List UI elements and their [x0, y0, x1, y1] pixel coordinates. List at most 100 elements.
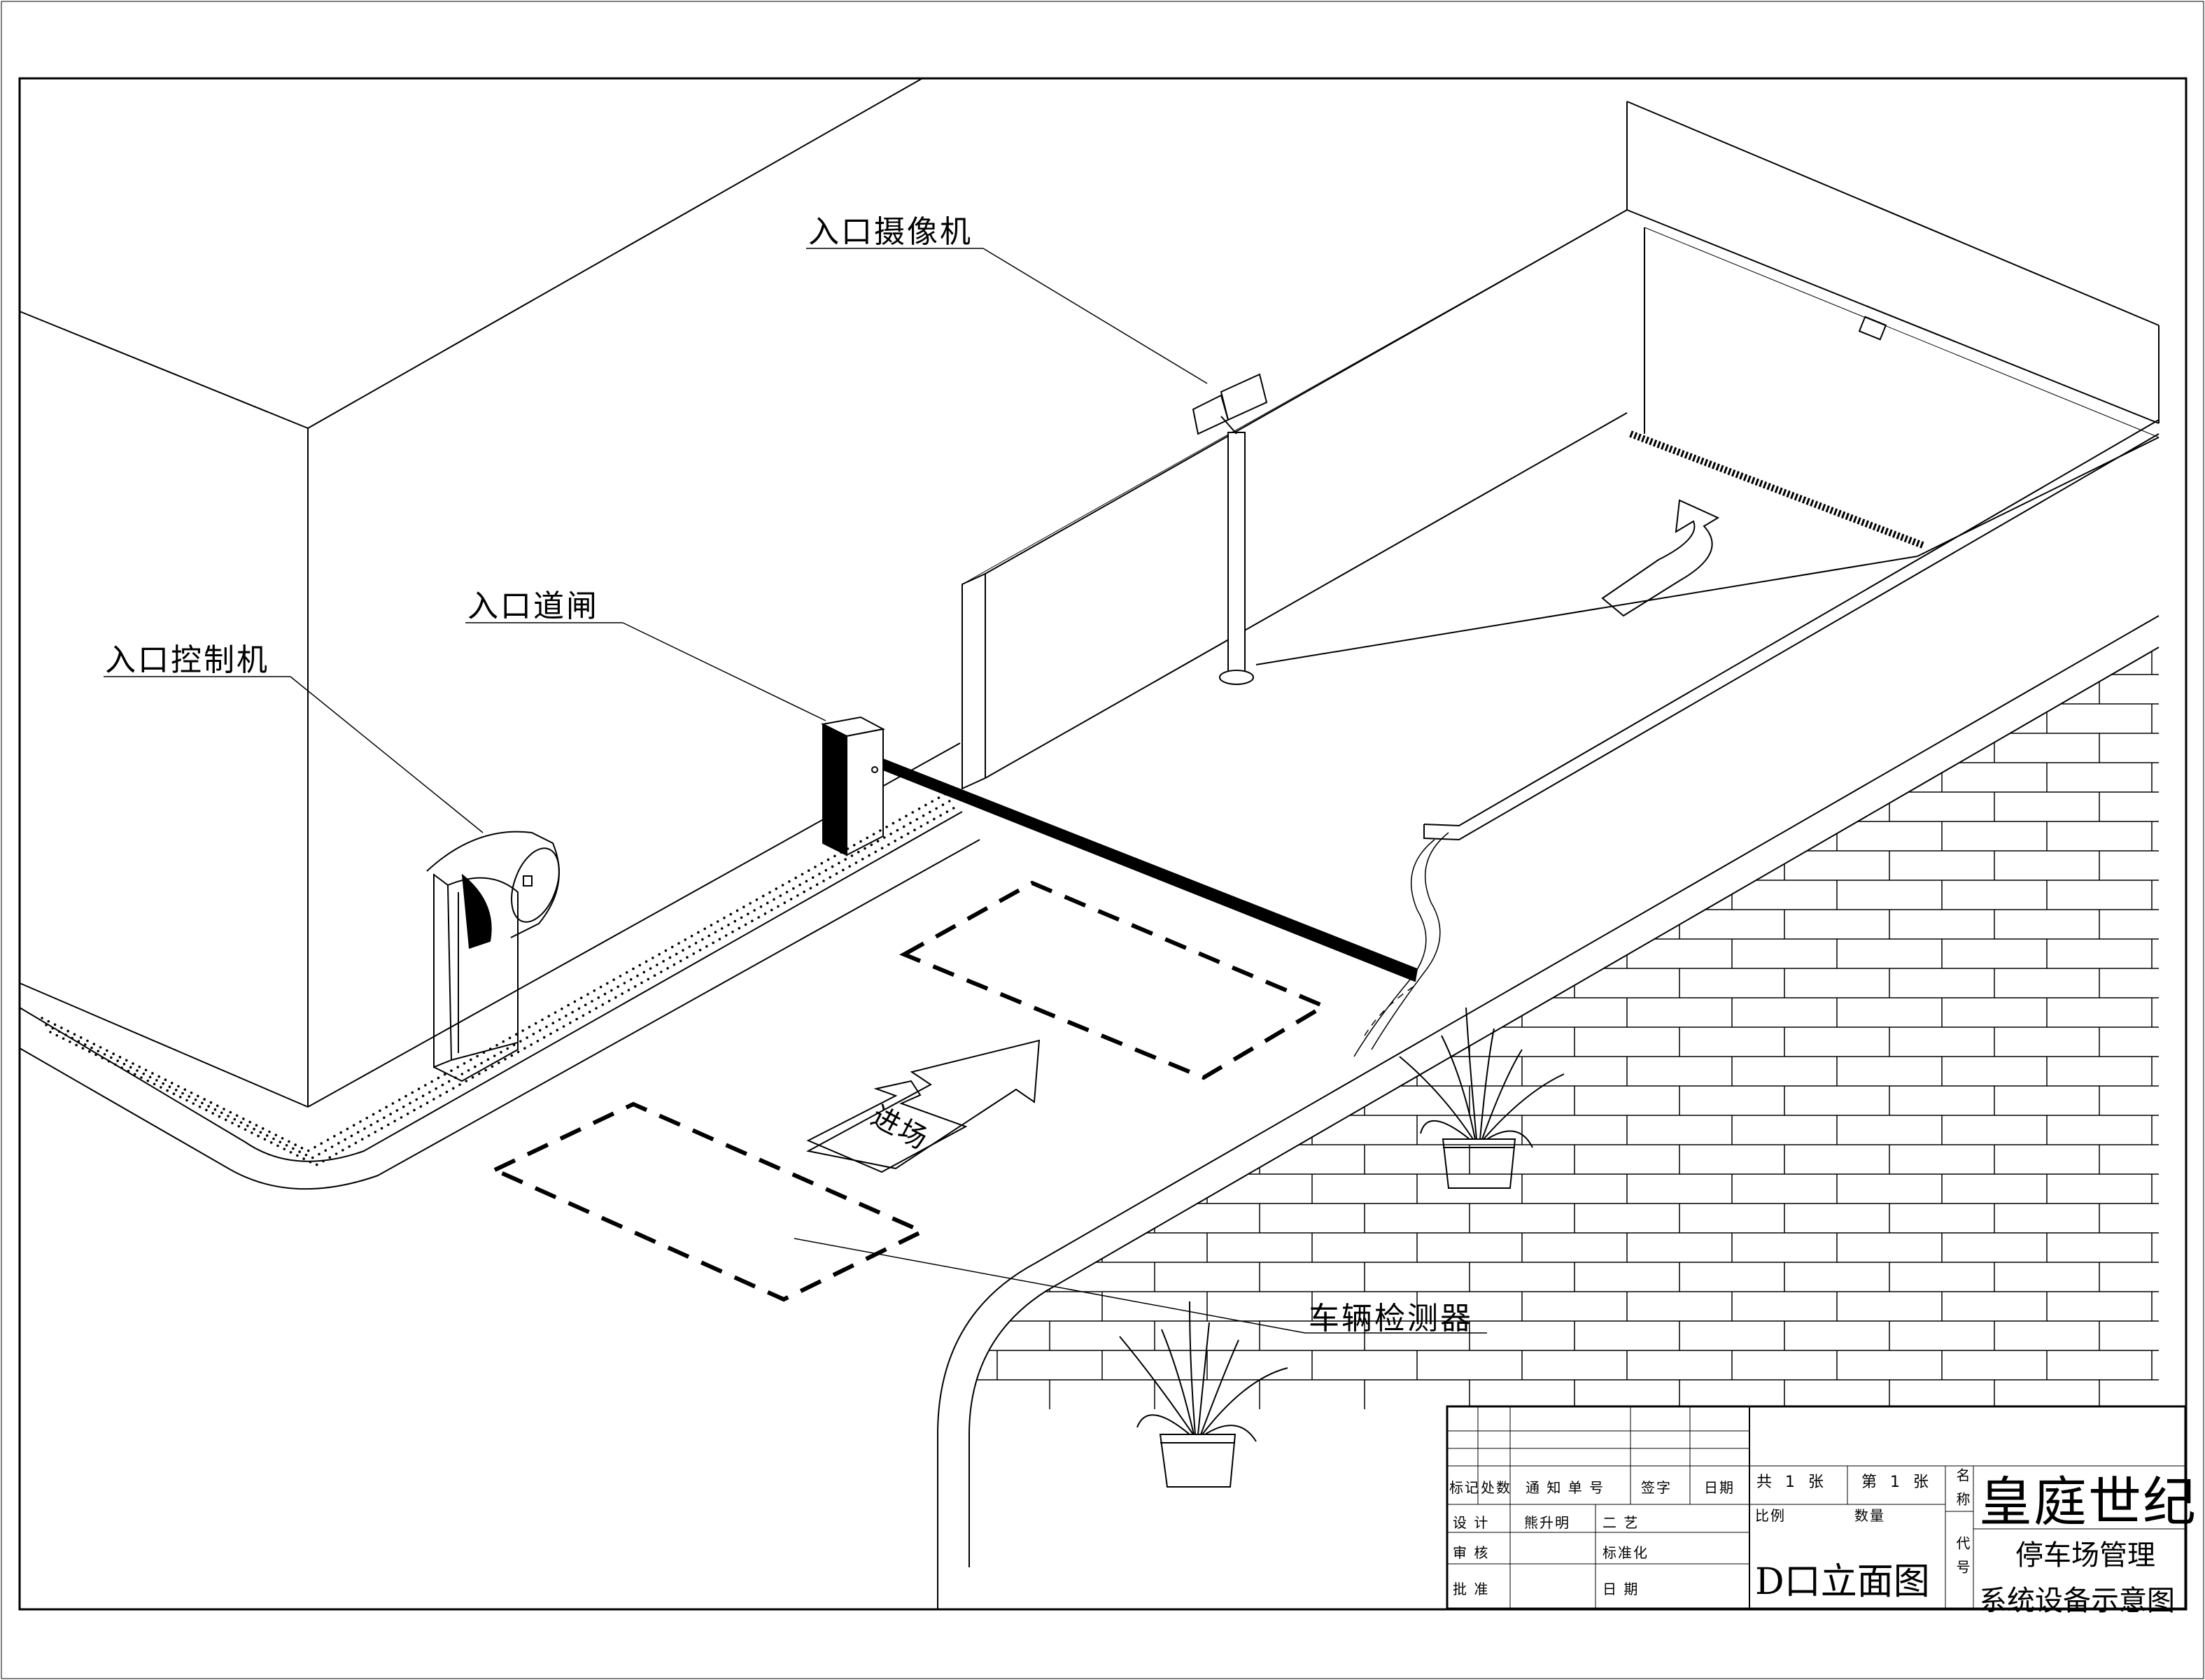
tactile-dot	[209, 1101, 213, 1104]
tactile-dot	[629, 978, 633, 981]
tactile-dot	[456, 1066, 460, 1068]
tactile-dot	[261, 1127, 265, 1130]
tactile-dot	[172, 1092, 176, 1096]
tactile-dot	[679, 959, 682, 963]
tactile-dot	[465, 1080, 468, 1082]
tactile-dot	[69, 1040, 71, 1043]
tactile-dot	[913, 828, 916, 831]
tactile-dot	[536, 1040, 540, 1043]
tactile-dot	[701, 938, 704, 941]
tactile-paving	[41, 793, 955, 1166]
tactile-dot	[454, 1076, 457, 1079]
tactile-dot	[64, 1033, 67, 1036]
tactile-dot	[749, 902, 752, 905]
sidewalk	[20, 812, 980, 1189]
tactile-dot	[716, 920, 719, 923]
tactile-dot	[97, 1050, 100, 1052]
tactile-dot	[653, 974, 656, 977]
tactile-dot	[763, 912, 767, 915]
tactile-dot	[761, 894, 765, 898]
tactile-dot	[164, 1078, 167, 1082]
tactile-dot	[569, 1022, 572, 1024]
tactile-dot	[289, 1150, 293, 1154]
tactile-dot	[482, 1051, 486, 1054]
tactile-dot	[844, 858, 847, 861]
tactile-dot	[532, 1033, 535, 1036]
tactile-dot	[435, 1087, 437, 1090]
tactile-dot	[937, 796, 941, 799]
tactile-dot	[129, 1066, 132, 1069]
tactile-dot	[112, 1052, 115, 1055]
tactile-dot	[57, 1030, 61, 1033]
tactile-dot	[153, 1082, 156, 1086]
tactile-dot	[621, 992, 624, 995]
tactile-dot	[194, 1098, 197, 1101]
tactile-dot	[493, 1054, 496, 1057]
tactile-dot	[294, 1143, 297, 1146]
tactile-dot	[952, 807, 955, 810]
tactile-dot	[835, 872, 838, 875]
tactile-dot	[110, 1056, 113, 1059]
tactile-dot	[510, 1054, 514, 1057]
tactile-dot	[181, 1092, 184, 1095]
tactile-dot	[190, 1091, 193, 1094]
tactile-dot	[941, 803, 945, 806]
break-lines	[1354, 833, 1449, 1057]
tactile-dot	[344, 1138, 346, 1141]
tb-sheet-no: 第 1 张	[1861, 1474, 1933, 1491]
detector-loops	[495, 883, 1324, 1299]
tactile-dot	[41, 1017, 43, 1019]
tactile-dot	[896, 828, 899, 832]
tactile-dot	[62, 1037, 65, 1040]
tactile-dot	[547, 1015, 551, 1017]
tactile-dot	[288, 1140, 290, 1143]
tactile-dot	[573, 1000, 577, 1003]
tactile-dot	[125, 1059, 128, 1062]
tactile-dot	[144, 1068, 148, 1072]
tactile-dot	[458, 1083, 461, 1086]
tactile-dot	[794, 876, 797, 880]
tactile-dot	[75, 1043, 78, 1047]
tactile-dot	[235, 1114, 239, 1117]
tactile-dot	[495, 1044, 498, 1047]
tactile-dot	[155, 1079, 158, 1082]
tactile-dot	[846, 847, 850, 850]
tactile-dot	[690, 935, 693, 938]
tactile-dot	[470, 1058, 472, 1061]
tactile-dot	[387, 1123, 390, 1127]
entry-arrow	[808, 1040, 1039, 1172]
tactile-dot	[588, 1010, 591, 1013]
tactile-dot	[591, 1000, 593, 1003]
tactile-dot	[174, 1089, 178, 1092]
tactile-dot	[868, 854, 871, 857]
tactile-dot	[697, 931, 700, 934]
tactile-dot	[360, 1138, 364, 1141]
tactile-dot	[265, 1134, 269, 1137]
inner-frame	[20, 78, 2186, 1609]
tactile-dot	[562, 1025, 565, 1028]
tactile-dot	[675, 952, 678, 956]
tb-standard: 标准化	[1602, 1544, 1649, 1561]
tactile-dot	[541, 1018, 544, 1022]
tactile-dot	[879, 829, 882, 832]
tactile-dot	[341, 1149, 344, 1152]
tactile-dot	[419, 1105, 423, 1108]
tactile-dot	[90, 1046, 93, 1050]
tactile-dot	[718, 938, 721, 940]
tactile-dot	[838, 861, 840, 865]
tb-row-sign: 签字	[1641, 1479, 1672, 1496]
tactile-dot	[415, 1098, 418, 1101]
tactile-dot	[744, 923, 747, 926]
brick-island	[938, 420, 2159, 1609]
tactile-dot	[285, 1143, 288, 1147]
barrier-gate	[823, 717, 1417, 981]
tactile-dot	[73, 1033, 76, 1036]
tactile-dot	[579, 996, 583, 999]
tactile-dot	[707, 934, 710, 938]
tactile-dot	[796, 894, 799, 897]
tactile-dot	[554, 1011, 557, 1014]
tactile-dot	[712, 941, 714, 945]
tactile-dot	[670, 945, 674, 949]
tactile-dot	[244, 1128, 247, 1131]
tactile-dot	[450, 1069, 453, 1072]
